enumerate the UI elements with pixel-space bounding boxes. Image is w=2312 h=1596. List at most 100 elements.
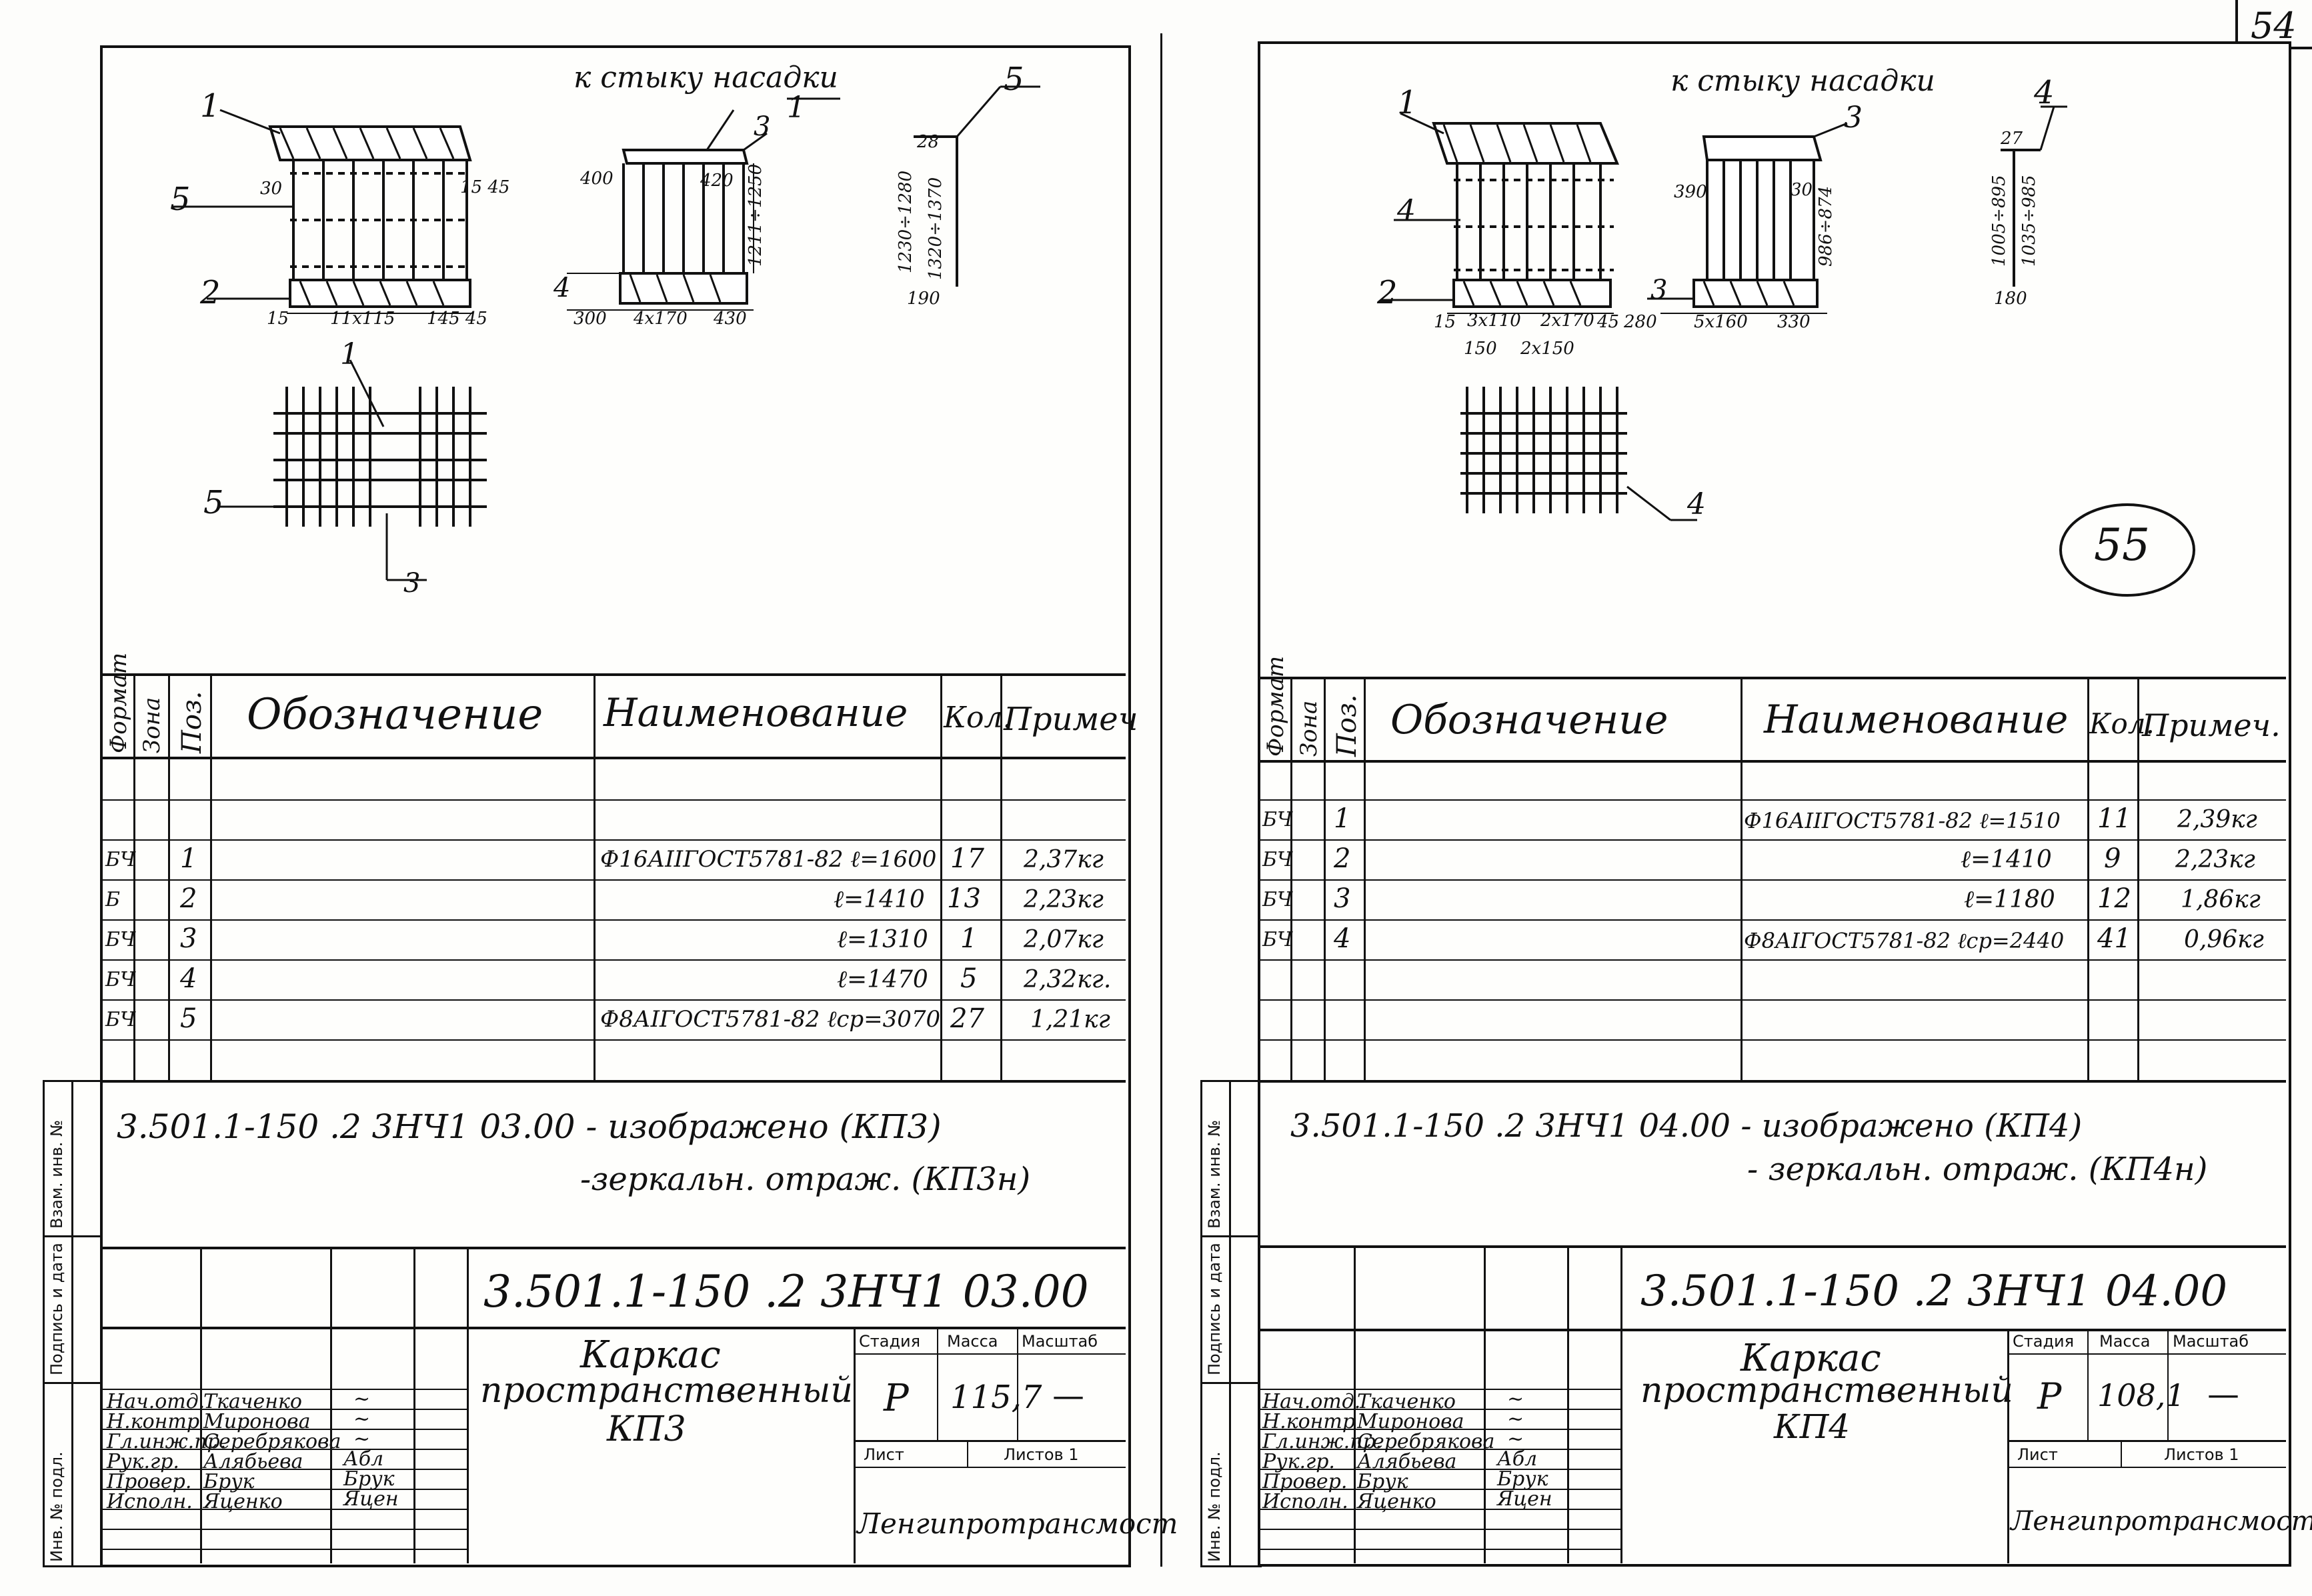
- person-name: Ткаченко: [203, 1390, 302, 1413]
- row-qty: 11: [2097, 803, 2131, 834]
- right-spec-head-bottom: [1258, 760, 2286, 763]
- right-note-line2: - зеркальн. отраж. (КП4н): [1747, 1151, 2208, 1188]
- right-dim: 45: [1597, 312, 1620, 332]
- row-format: БЧ: [105, 848, 136, 871]
- row-format: БЧ: [1262, 928, 1293, 951]
- left-dim: 11x115: [330, 309, 395, 329]
- row-format: БЧ: [1262, 888, 1293, 911]
- gutter-label-replace: Взам. инв. №: [1205, 1120, 1224, 1229]
- right-tb-stage-label: Стадия: [2013, 1332, 2075, 1351]
- right-tb-mass: 108,1: [2097, 1377, 2185, 1413]
- row-qty: 17: [950, 843, 984, 874]
- person-role: Рук.гр.: [107, 1450, 179, 1473]
- right-tb-sheet-label: Лист: [2017, 1445, 2058, 1464]
- person-signature: Яцен: [343, 1487, 399, 1511]
- left-tb-sheet-label: Лист: [864, 1445, 904, 1464]
- left-tb-scale: —: [1052, 1377, 1084, 1415]
- left-drawing: [173, 85, 1040, 581]
- left-dim: 420: [700, 171, 734, 191]
- person-signature: Брук: [343, 1467, 395, 1491]
- left-callout: 4: [553, 273, 571, 303]
- row-format: БЧ: [1262, 808, 1293, 831]
- left-dim: 15: [267, 309, 289, 329]
- row-format: БЧ: [105, 928, 136, 951]
- row-pos: 1: [180, 843, 197, 874]
- person-signature: ~: [1507, 1387, 1524, 1411]
- person-name: Яценко: [203, 1490, 283, 1513]
- right-hdr-format: Формат: [1262, 655, 1289, 757]
- right-tb-scale: —: [2207, 1376, 2239, 1413]
- circled-number: 55: [2094, 519, 2150, 571]
- row-name: Ф16АIIГОСТ5781-82 ℓ=1600: [600, 846, 937, 873]
- left-tb-title-3: КП3: [607, 1409, 686, 1449]
- left-dim: 30: [260, 179, 283, 199]
- left-tb-mass-label: Масса: [947, 1332, 998, 1351]
- left-gutter: Инв. № подл. Подпись и дата Взам. инв. №: [43, 1080, 104, 1567]
- row-note: 2,37кг: [1024, 846, 1104, 873]
- row-note: 1,86кг: [2181, 886, 2261, 913]
- row-qty: 12: [2097, 883, 2131, 914]
- row-name: ℓ=1180: [1964, 886, 2055, 913]
- left-callout: 5: [1004, 61, 1024, 98]
- left-dim: 145 45: [427, 309, 487, 329]
- left-dim: 430: [714, 309, 747, 329]
- row-format: БЧ: [105, 1008, 136, 1031]
- person-name: Серебрякова: [203, 1430, 341, 1453]
- gutter-label-sign: Подпись и дата: [47, 1243, 66, 1375]
- person-role: Рук.гр.: [1262, 1450, 1335, 1473]
- row-name: ℓ=1470: [837, 966, 928, 993]
- left-tb-org: Ленгипротрансмост: [857, 1507, 1178, 1540]
- right-hdr-qty: Кол.: [2089, 707, 2155, 740]
- left-tb-title-2: пространственный: [480, 1371, 853, 1411]
- right-dim: 5x160: [1694, 312, 1748, 332]
- left-tb-mass: 115,7: [950, 1379, 1042, 1416]
- right-hdr-pos: Поз.: [1332, 694, 1362, 757]
- left-tb-stage-label: Стадия: [859, 1332, 921, 1351]
- row-pos: 3: [180, 923, 197, 954]
- right-hdr-designation: Обозначение: [1390, 697, 1668, 743]
- right-dim: 2x150: [1520, 339, 1574, 359]
- right-tb-mass-label: Масса: [2099, 1332, 2151, 1351]
- row-qty: 27: [950, 1003, 984, 1034]
- person-name: Алябьева: [203, 1450, 303, 1473]
- person-signature: ~: [353, 1427, 371, 1451]
- person-signature: ~: [1507, 1407, 1524, 1431]
- row-pos: 5: [180, 1003, 197, 1034]
- person-role: Нач.отд.: [107, 1390, 205, 1413]
- right-callout: 1: [1397, 84, 1418, 121]
- left-hdr-name: Наименование: [604, 690, 908, 735]
- person-role: Н.контр: [107, 1410, 200, 1433]
- right-caption: к стыку насадки: [1670, 64, 1935, 98]
- row-pos: 1: [1334, 803, 1351, 834]
- right-dim: 180: [1994, 289, 2027, 309]
- person-signature: Брук: [1497, 1467, 1548, 1491]
- right-callout: 2: [1377, 274, 1398, 311]
- left-spec-bottom: [100, 1080, 1126, 1083]
- left-tb-top: [100, 1247, 1126, 1249]
- right-spec-top: [1258, 677, 2286, 679]
- row-note: 2,23кг: [2175, 846, 2255, 873]
- left-callout: 2: [200, 274, 221, 311]
- person-signature: ~: [1507, 1427, 1524, 1451]
- left-tb-sheets-label: Листов 1: [1004, 1445, 1079, 1464]
- right-dim: 1035÷985: [2019, 175, 2039, 267]
- row-format: Б: [105, 888, 121, 911]
- right-dim: 3x110: [1467, 311, 1521, 331]
- right-dim: 986÷874: [1816, 185, 1836, 267]
- right-tb-scale-label: Масштаб: [2173, 1332, 2249, 1351]
- person-signature: Абл: [1497, 1447, 1538, 1471]
- row-format: БЧ: [105, 968, 136, 991]
- person-name: Алябьева: [1357, 1450, 1457, 1473]
- right-callout: 3: [1844, 101, 1863, 135]
- left-hdr-qty: Кол.: [944, 701, 1012, 735]
- right-dim: 27: [2001, 129, 2023, 149]
- gutter-label-replace: Взам. инв. №: [47, 1120, 66, 1229]
- left-note-line2: -зеркальн. отраж. (КП3н): [580, 1161, 1031, 1198]
- left-callout: 3: [754, 111, 771, 142]
- row-qty: 13: [947, 883, 981, 914]
- left-dim: 190: [907, 289, 940, 309]
- person-name: Ткаченко: [1357, 1390, 1456, 1413]
- person-role: Гл.инж.пр.: [1262, 1430, 1382, 1453]
- left-spec-top: [100, 673, 1126, 676]
- right-hdr-name: Наименование: [1764, 697, 2069, 742]
